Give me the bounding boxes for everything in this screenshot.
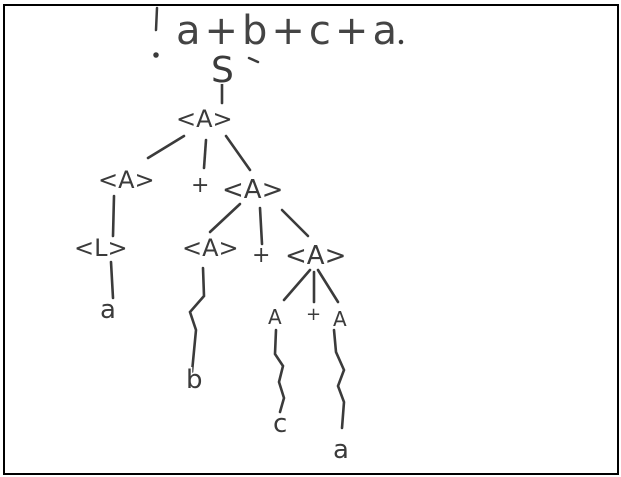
pen-dot-mark-2	[398, 39, 404, 45]
edge-a2-to-l1	[110, 193, 117, 239]
node-a5: <A>	[285, 241, 346, 271]
leaf-b: b	[186, 365, 203, 395]
edge-a3-to-plus2	[257, 205, 265, 247]
node-l1: <L>	[74, 234, 128, 262]
edge-a5-to-a7	[315, 267, 341, 305]
edge-a5-to-a6	[281, 267, 313, 303]
expression-text: a+b+c+a	[176, 8, 401, 54]
edge-l1-to-leaf-a1	[108, 259, 116, 301]
tree-labels: a+b+c+a S <A> <A> + <A> <L> <A> + <A> a …	[73, 7, 401, 467]
edge-a1-to-a2	[145, 133, 187, 161]
node-a6: A	[268, 305, 282, 329]
leaf-a-2: a	[333, 435, 349, 465]
plus-2: +	[252, 243, 270, 268]
node-a7: A	[333, 307, 347, 331]
node-a1: <A>	[176, 105, 233, 133]
edge-a7-to-leaf-a2	[331, 327, 347, 431]
leaf-a-1: a	[100, 295, 116, 325]
edge-a1-to-a3	[223, 133, 253, 173]
board-frame	[3, 4, 619, 475]
node-a4: <A>	[182, 234, 239, 262]
plus-3: +	[306, 304, 321, 325]
edge-a6-to-leaf-c	[272, 327, 287, 415]
pen-dash-mark	[247, 56, 260, 64]
pen-tick-mark	[154, 6, 159, 32]
edge-a4-to-leaf-b	[187, 265, 207, 375]
edge-a1-to-plus1	[201, 137, 209, 171]
edge-a3-to-a5	[279, 207, 311, 239]
pen-marks	[153, 6, 404, 64]
node-a2: <A>	[98, 166, 155, 194]
leaf-c: c	[273, 409, 287, 439]
plus-1: +	[191, 173, 209, 198]
tree-edges	[108, 79, 347, 431]
root-node: S	[211, 50, 234, 91]
edge-a3-to-a4	[207, 201, 243, 235]
pen-dot-mark	[153, 52, 159, 58]
node-a3: <A>	[222, 175, 283, 205]
